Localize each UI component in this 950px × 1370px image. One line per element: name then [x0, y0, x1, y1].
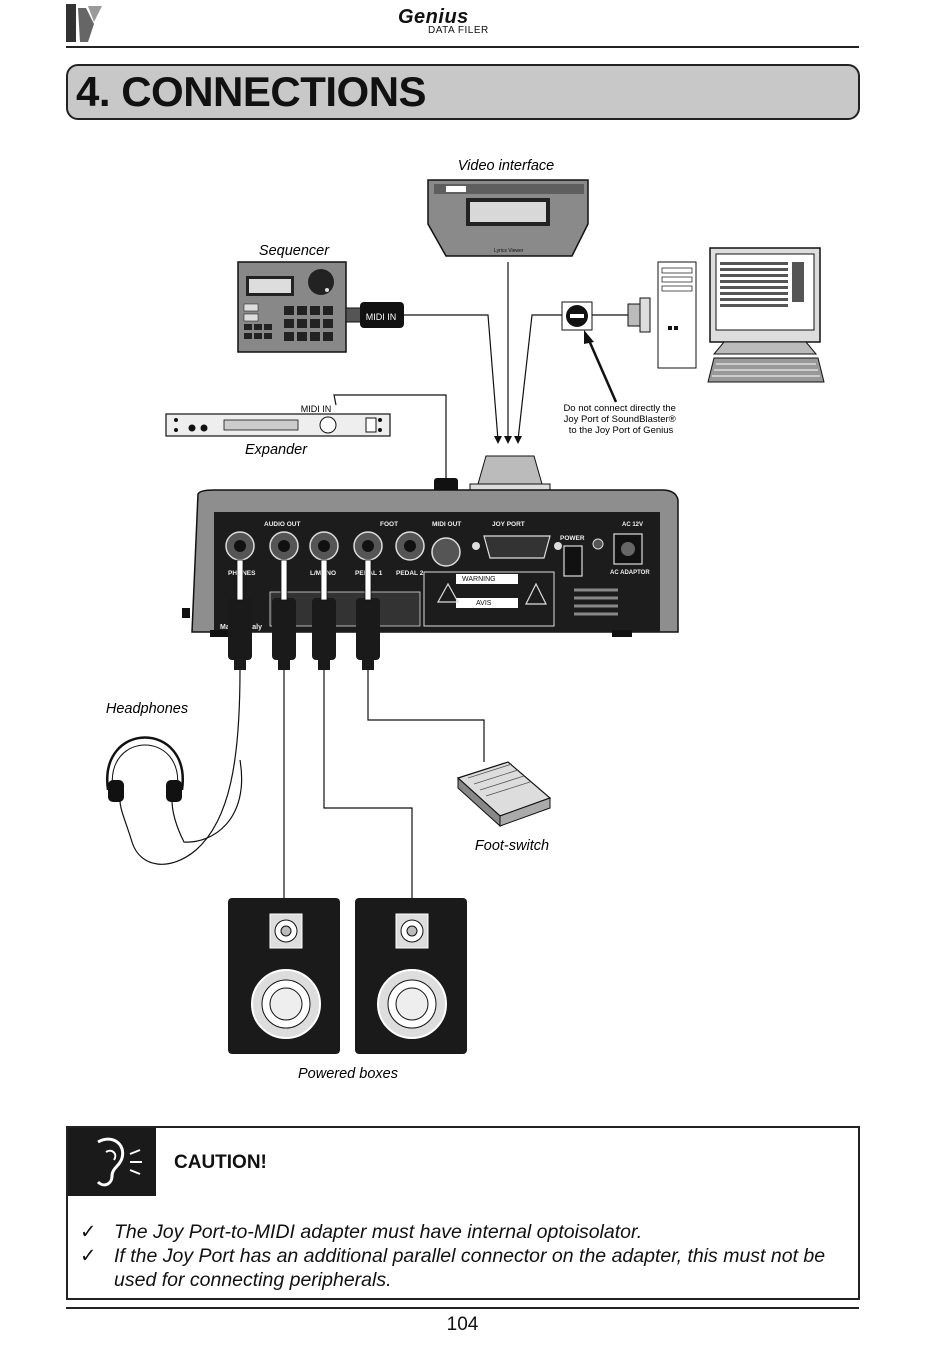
caution-item: ✓ If the Joy Port has an additional paral…	[80, 1244, 854, 1292]
brand-word: Genius	[398, 6, 469, 28]
note-line-1: Do not connect directly the	[563, 403, 675, 414]
foot-switch-label: Foot-switch	[475, 838, 549, 854]
caution-box: CAUTION! ✓ The Joy Port-to-MIDI adapter m…	[66, 1126, 860, 1300]
pedal-2-label: PEDAL 2	[396, 570, 424, 577]
header-rule	[66, 46, 859, 48]
avis-label: AVIS	[476, 600, 492, 607]
ac-adaptor-label: AC ADAPTOR	[610, 570, 650, 576]
section-title: 4. CONNECTIONS	[76, 68, 427, 115]
check-icon: ✓	[80, 1245, 97, 1267]
expander-midi-in-label: MIDI IN	[301, 404, 332, 414]
lyrics-viewer-label: Lyrics Viewer	[494, 248, 524, 254]
page-number: 104	[446, 1314, 479, 1335]
caution-item: ✓ The Joy Port-to-MIDI adapter must have …	[80, 1220, 854, 1244]
caution-item-text: If the Joy Port has an additional parall…	[114, 1245, 826, 1291]
connection-diagram: Lyrics Viewer Video interface Sequencer …	[0, 130, 950, 1095]
speaker-right	[355, 898, 467, 1054]
expander-device	[165, 413, 391, 437]
brand-subtitle: DATA FILER	[428, 25, 489, 36]
headphones-label: Headphones	[106, 701, 188, 717]
joy-port-label: JOY PORT	[492, 521, 525, 528]
note-line-3: to the Joy Port of Genius	[569, 425, 674, 436]
sequencer-device	[237, 261, 347, 353]
note-arrow	[586, 337, 618, 403]
midi-out-label: MIDI OUT	[432, 521, 461, 528]
genius-logo: Genius DATA FILER	[398, 6, 489, 36]
midi-in-plug	[345, 302, 404, 328]
caution-item-text: The Joy Port-to-MIDI adapter must have i…	[114, 1221, 643, 1243]
audio-out-label: AUDIO OUT	[264, 521, 301, 528]
speaker-left	[228, 898, 340, 1054]
output-cables	[119, 669, 485, 898]
power-label: POWER	[560, 535, 585, 542]
no-entry-icon	[561, 301, 593, 331]
joy-port-warning-note: Do not connect directly the Joy Port of …	[563, 403, 678, 436]
cables	[333, 262, 630, 478]
expander-label: Expander	[245, 442, 308, 458]
video-interface-device: Lyrics Viewer	[427, 179, 589, 257]
cable-arrows	[494, 436, 522, 444]
headphones-icon	[106, 736, 184, 802]
video-interface-label: Video interface	[458, 158, 554, 174]
warning-label: WARNING	[462, 576, 496, 583]
jack-plugs	[228, 559, 380, 670]
ear-icon	[68, 1128, 156, 1196]
foot-label: FOOT	[380, 521, 398, 528]
sequencer-label: Sequencer	[259, 243, 330, 259]
check-icon: ✓	[80, 1221, 97, 1243]
powered-boxes-label: Powered boxes	[298, 1066, 398, 1082]
midi-in-plug-label: MIDI IN	[366, 312, 397, 322]
ac-12v-label: AC 12V	[622, 522, 643, 528]
section-title-box: 4. CONNECTIONS	[66, 64, 860, 120]
caution-title: CAUTION!	[174, 1152, 267, 1173]
brand-logo	[64, 2, 106, 44]
genius-unit	[182, 489, 679, 637]
footer-rule	[66, 1307, 859, 1309]
note-line-2: Joy Port of SoundBlaster®	[564, 414, 676, 425]
db-connector	[627, 297, 651, 333]
computer	[657, 247, 825, 383]
foot-switch-device	[456, 761, 552, 828]
